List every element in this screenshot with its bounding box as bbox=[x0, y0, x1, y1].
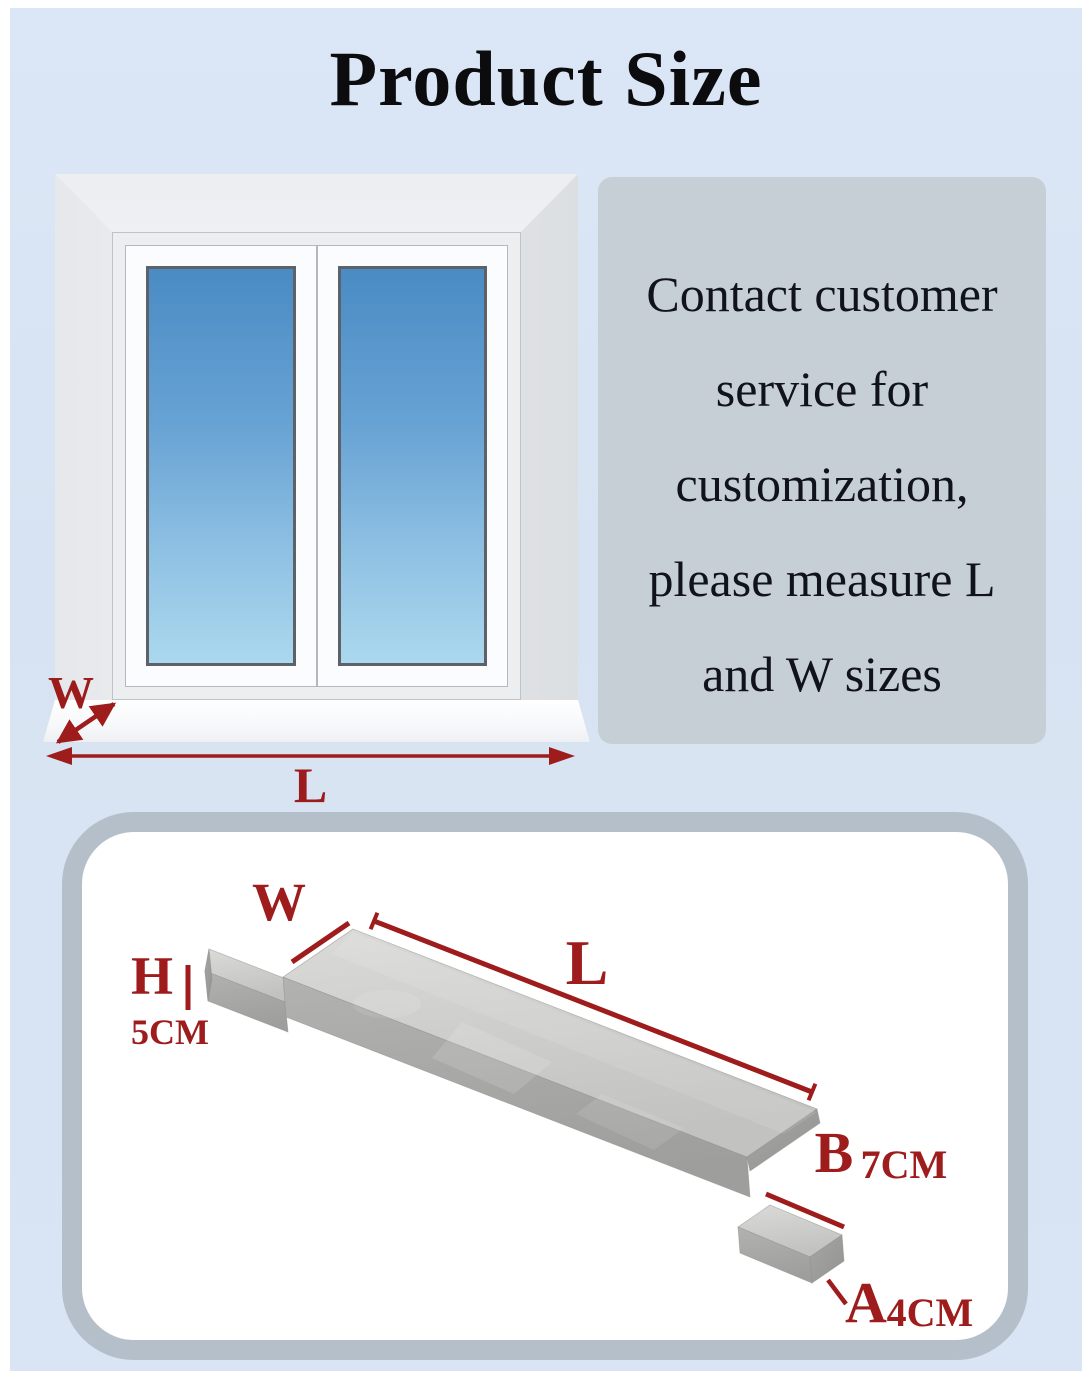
sill-edge-label: A bbox=[845, 1270, 887, 1335]
sill-3d-diagram: W L H 5CM B 7CM A 4CM bbox=[131, 872, 973, 1335]
width-arrow-icon bbox=[55, 702, 117, 744]
sill-depth-line bbox=[765, 1191, 845, 1230]
note-line: please measure L bbox=[648, 551, 996, 607]
window-glass-right bbox=[337, 266, 487, 666]
sill-length-line bbox=[373, 918, 813, 1095]
note-line: service for bbox=[715, 361, 929, 417]
window-glass-left bbox=[146, 266, 296, 666]
sill-edge-tick bbox=[826, 1278, 848, 1306]
window-sash-left bbox=[125, 245, 317, 687]
sill-depth-value: 7CM bbox=[861, 1142, 948, 1187]
sill-length-label: L bbox=[566, 927, 609, 998]
window-recess-right-wall bbox=[521, 174, 578, 700]
sill-width-line bbox=[290, 920, 351, 965]
note-line: and W sizes bbox=[702, 646, 942, 702]
note-line: Contact customer bbox=[646, 266, 998, 322]
sill-edge-value: 4CM bbox=[887, 1290, 974, 1335]
length-arrow-icon bbox=[46, 747, 575, 765]
page-title: Product Size bbox=[329, 35, 763, 122]
window-recess-top-wall bbox=[55, 174, 578, 232]
sill-depth-label: B bbox=[815, 1120, 854, 1185]
board-texture bbox=[332, 932, 817, 1150]
board-protrusion-end-face bbox=[809, 1234, 845, 1284]
window-sill bbox=[43, 700, 590, 742]
window-frame bbox=[112, 232, 521, 700]
note-line: customization, bbox=[675, 456, 969, 512]
sill-diagram-panel: W L H 5CM B 7CM A 4CM bbox=[62, 812, 1028, 1360]
sill-height-value: 5CM bbox=[131, 1012, 209, 1052]
sill-board-3d bbox=[204, 928, 845, 1284]
sill-width-label: W bbox=[252, 872, 306, 932]
window-recess-left-wall bbox=[55, 174, 112, 700]
window-sash-right bbox=[316, 245, 508, 687]
customization-note: Contact customer service for customizati… bbox=[598, 177, 1046, 744]
sill-dimension-marks: W L H 5CM B 7CM A 4CM bbox=[131, 872, 973, 1335]
window-illustration bbox=[43, 174, 590, 742]
board-right-step-face bbox=[746, 1108, 821, 1172]
board-left-end-face bbox=[204, 948, 213, 1002]
window-length-label: L bbox=[293, 757, 328, 813]
sill-height-label: H bbox=[131, 946, 173, 1006]
